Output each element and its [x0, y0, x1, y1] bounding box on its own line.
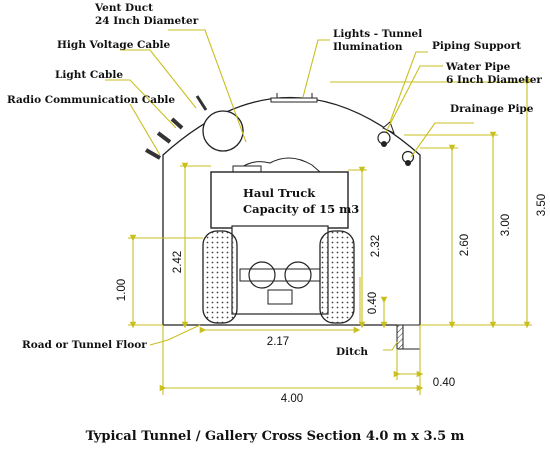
ditch-label: Ditch: [336, 346, 368, 358]
cable-trays: [145, 95, 208, 160]
tunnel-light: [270, 93, 318, 103]
road-floor-label: Road or Tunnel Floor: [22, 339, 147, 351]
dim-3-00: 3.00: [500, 214, 512, 236]
drainage-pipe-label: Drainage Pipe: [450, 103, 534, 115]
drainage-pipe: [401, 150, 415, 166]
component-labels: Vent Duct 24 Inch Diameter High Voltage …: [7, 2, 542, 358]
lights-label-1: Lights - Tunnel: [333, 28, 422, 40]
haul-truck: [202, 157, 355, 324]
dim-0-40-vertical: 0.40: [367, 292, 379, 314]
vent-duct-label-1: Vent Duct: [94, 2, 153, 14]
ditch: [396, 324, 420, 350]
piping-support-label: Piping Support: [432, 40, 521, 52]
dim-2-17: 2.17: [267, 336, 289, 348]
water-pipe-label-2: 6 Inch Diameter: [446, 74, 542, 86]
dim-2-32: 2.32: [370, 235, 382, 257]
dim-2-42: 2.42: [172, 251, 184, 273]
dim-3-50: 3.50: [536, 194, 548, 216]
dimension-values: 2.42 2.32 2.60 3.00 3.50 1.00 0.40 2.17 …: [116, 194, 548, 405]
dim-1-00: 1.00: [116, 279, 128, 301]
radio-cable-label: Radio Communication Cable: [7, 94, 175, 106]
water-pipe-label-1: Water Pipe: [445, 61, 511, 73]
dim-4-00: 4.00: [281, 393, 303, 405]
vent-duct-label-2: 24 Inch Diameter: [95, 15, 199, 27]
diagram-caption: Typical Tunnel / Gallery Cross Section 4…: [86, 429, 465, 444]
dimension-lines: [128, 78, 532, 395]
leader-lines: [105, 29, 474, 351]
haul-truck-label-2: Capacity of 15 m3: [243, 202, 359, 216]
dim-2-60: 2.60: [459, 234, 471, 256]
dim-0-40-horizontal: 0.40: [433, 377, 455, 389]
vent-duct: [202, 110, 244, 152]
high-voltage-label: High Voltage Cable: [57, 39, 171, 51]
lights-label-2: Ilumination: [333, 41, 403, 53]
haul-truck-label-1: Haul Truck: [243, 186, 316, 200]
light-cable-label: Light Cable: [55, 69, 123, 81]
